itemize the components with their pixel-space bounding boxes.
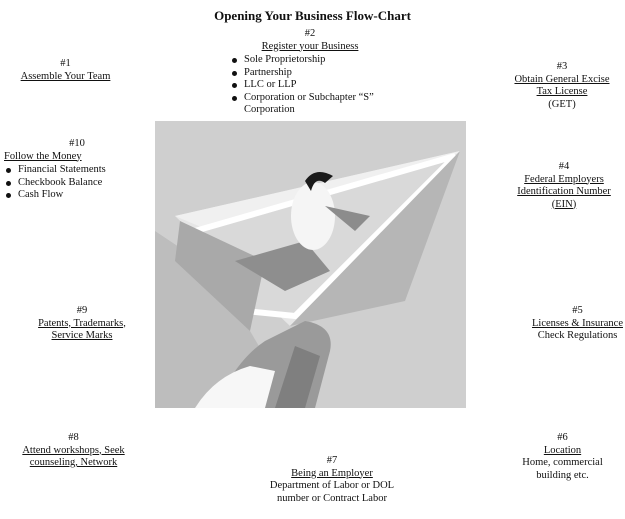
step-assemble-team: #1 Assemble Your Team [8,58,123,83]
step-label: Register your Business [261,40,359,52]
step-note: (GET) [548,98,576,110]
list-item: Sole Proprietorship [230,54,410,67]
step-note: Department of Labor or DOL number or Con… [269,480,395,504]
list-item: Checkbook Balance [4,177,150,190]
step-label: Licenses & Insurance [532,317,623,329]
step-ein: #4 Federal Employers Identification Numb… [508,161,620,211]
step-location: #6 Location Home, commercial building et… [505,432,620,482]
list-item: Partnership [230,67,410,80]
step-number: #5 [572,305,583,316]
list-item: Cash Flow [4,189,150,202]
step-excise-tax-license: #3 Obtain General Excise Tax License (GE… [506,61,618,111]
list-item: Corporation or Subchapter “S” Corporatio… [230,92,410,117]
money-list: Financial Statements Checkbook Balance C… [4,164,150,202]
step-number: #9 [76,305,88,316]
step-number: #8 [68,432,79,443]
step-being-employer: #7 Being an Employer Department of Labor… [262,455,402,505]
step-number: #7 [326,455,338,466]
step-patents-trademarks: #9 Patents, Trademarks, Service Marks [22,305,142,343]
step-label: Being an Employer [291,467,373,479]
paper-airplane-illustration [155,121,466,408]
step-label: Assemble Your Team [20,70,111,82]
step-label: Location [543,444,582,456]
step-label: Federal Employers Identification Number … [517,173,611,210]
step-licenses-insurance: #5 Licenses & Insurance Check Regulation… [530,305,625,343]
step-note: Home, commercial building etc. [522,457,603,481]
step-number: #3 [556,61,568,72]
step-label: Patents, Trademarks, Service Marks [38,317,126,342]
page-title: Opening Your Business Flow-Chart [214,8,411,23]
step-number: #2 [304,28,316,39]
step-label: Attend workshops, Seek counseling, Netwo… [22,444,125,469]
step-label: Obtain General Excise Tax License [514,73,610,98]
step-note: Check Regulations [537,330,618,341]
step-workshops: #8 Attend workshops, Seek counseling, Ne… [6,432,141,470]
business-type-list: Sole Proprietorship Partnership LLC or L… [230,54,410,117]
list-item: LLC or LLP [230,79,410,92]
step-register-business: #2 Register your Business Sole Proprieto… [220,28,410,117]
step-follow-money: #10 Follow the Money Financial Statement… [4,138,150,202]
step-number: #6 [557,432,568,443]
step-number: #4 [558,161,570,172]
list-item: Financial Statements [4,164,150,177]
step-label: Follow the Money [4,150,82,162]
step-number: #10 [69,138,85,149]
step-number: #1 [60,58,71,69]
